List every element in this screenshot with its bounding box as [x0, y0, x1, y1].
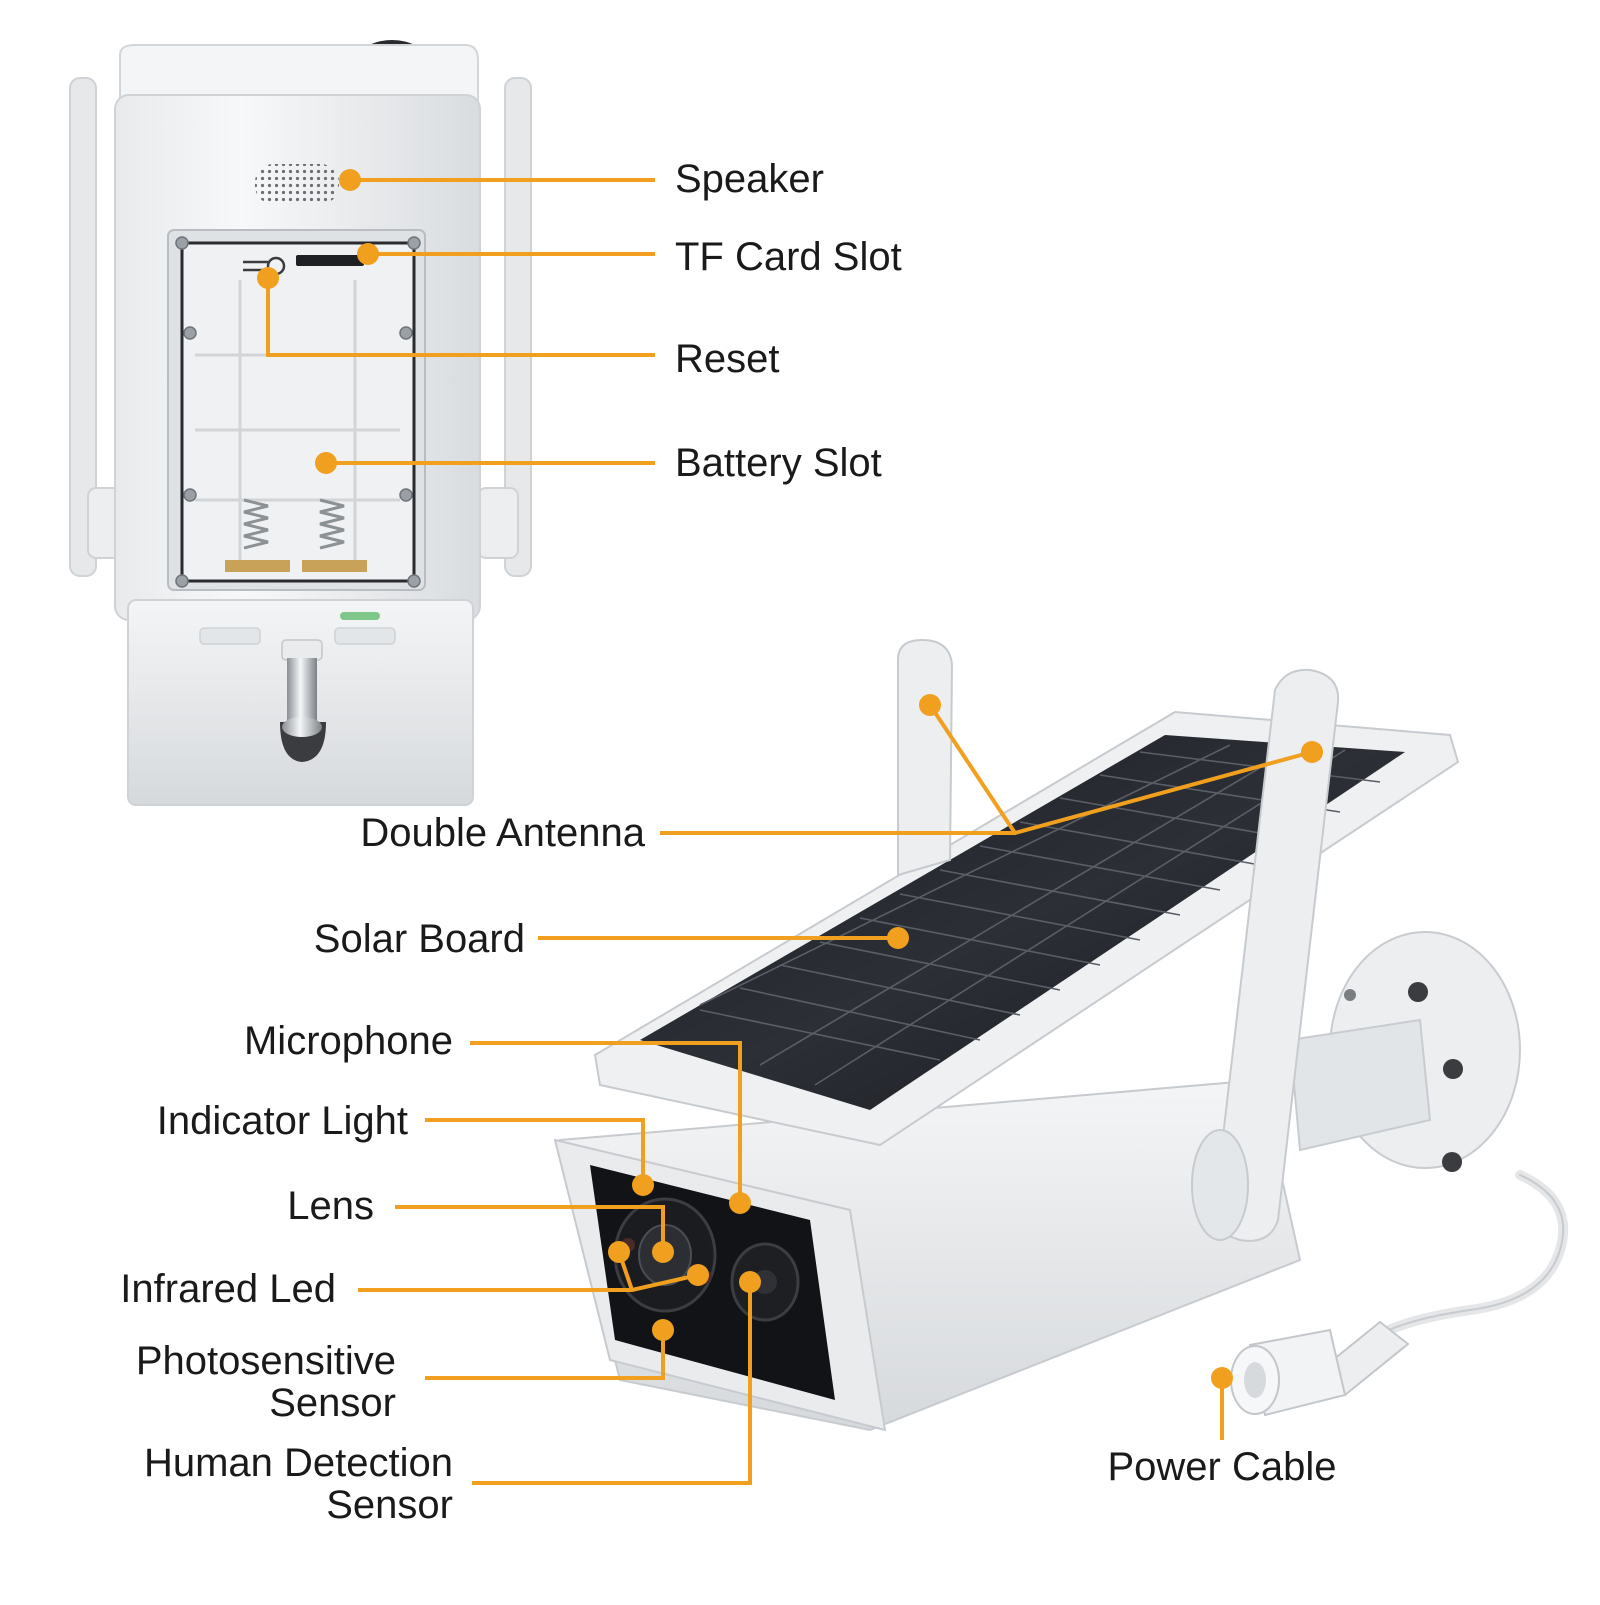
microphone-leader	[470, 1041, 742, 1203]
label-photosensitive-sensor-line1: Photosensitive	[135, 1339, 396, 1383]
battery-contact-right	[302, 560, 367, 572]
solar-board-dot	[887, 927, 909, 949]
antenna-left-dot	[919, 694, 941, 716]
label-battery-slot: Battery Slot	[675, 441, 882, 485]
callout-dots	[257, 169, 1323, 1389]
solar-cells	[640, 735, 1405, 1110]
reset-leader	[266, 278, 655, 357]
label-indicator-light: Indicator Light	[156, 1099, 408, 1143]
tf-card-slot-dot	[357, 243, 379, 265]
callout-lines	[266, 178, 1313, 1485]
label-double-antenna: Double Antenna	[360, 811, 645, 855]
label-infrared-led: Infrared Led	[120, 1267, 336, 1311]
battery-compartment	[180, 241, 416, 583]
left-antenna	[69, 77, 97, 577]
speaker-dot	[339, 169, 361, 191]
double-antenna-leader-branches	[928, 703, 1313, 836]
lens-leader	[395, 1205, 665, 1252]
screws	[175, 236, 421, 588]
power-cable-dot	[1211, 1367, 1233, 1389]
antenna-right-dot	[1301, 741, 1323, 763]
camera-back-view	[69, 40, 532, 806]
label-reset: Reset	[675, 337, 780, 381]
speaker-grille	[255, 164, 339, 204]
label-lens: Lens	[287, 1184, 374, 1228]
label-human-detection-sensor-line2: Sensor	[326, 1483, 453, 1527]
mount-hole-3	[1442, 1152, 1462, 1172]
mount-ring	[282, 717, 322, 737]
label-human-detection-sensor: Human Detection Sensor	[60, 1442, 453, 1526]
battery-slot-dot	[315, 452, 337, 474]
photosensitive-sensor-leader	[425, 1330, 665, 1380]
camera-front-view	[553, 638, 1569, 1432]
bottom-tab-right	[334, 627, 396, 645]
mount-screw	[1344, 989, 1356, 1001]
front-antenna-hinge	[1191, 1129, 1249, 1241]
connector-pin	[1244, 1362, 1266, 1398]
indicator-light-dot	[632, 1174, 654, 1196]
label-photosensitive-sensor: Photosensitive Sensor	[60, 1340, 396, 1424]
mount-hole-1	[1408, 982, 1428, 1002]
battery-springs	[243, 498, 345, 550]
power-cable-wire	[1365, 1170, 1569, 1345]
photosensitive-sensor-dot	[652, 1319, 674, 1341]
tf-card-slot-shape	[296, 255, 364, 266]
mount-shaft	[287, 658, 317, 728]
lens-dot	[652, 1241, 674, 1263]
right-antenna	[504, 77, 532, 577]
indicator-light-leader	[425, 1118, 645, 1185]
label-speaker: Speaker	[675, 157, 824, 201]
battery-ribs	[195, 280, 400, 560]
power-cable-edge	[1369, 1174, 1565, 1341]
battery-contact-left	[225, 560, 290, 572]
top-cap	[119, 44, 479, 101]
reset-dot	[257, 267, 279, 289]
bottom-tab-left	[199, 627, 261, 645]
label-human-detection-sensor-line1: Human Detection	[143, 1441, 453, 1485]
mount-arm	[1288, 1018, 1432, 1152]
label-solar-board: Solar Board	[313, 917, 525, 961]
label-microphone: Microphone	[243, 1019, 453, 1063]
infrared-led-dot-2	[687, 1264, 709, 1286]
label-power-cable: Power Cable	[1107, 1445, 1337, 1489]
label-photosensitive-sensor-line2: Sensor	[269, 1381, 396, 1425]
label-tf-card-slot: TF Card Slot	[675, 235, 902, 279]
microphone-dot	[729, 1192, 751, 1214]
back-indicator	[340, 612, 380, 620]
human-detection-sensor-dot	[739, 1271, 761, 1293]
mount-hole-2	[1443, 1059, 1463, 1079]
right-antenna-hinge	[477, 487, 519, 559]
front-antenna-left	[897, 638, 954, 877]
mount-collar	[281, 639, 323, 661]
human-detection-sensor-leader	[472, 1282, 752, 1485]
infrared-led-dot-1	[608, 1241, 630, 1263]
